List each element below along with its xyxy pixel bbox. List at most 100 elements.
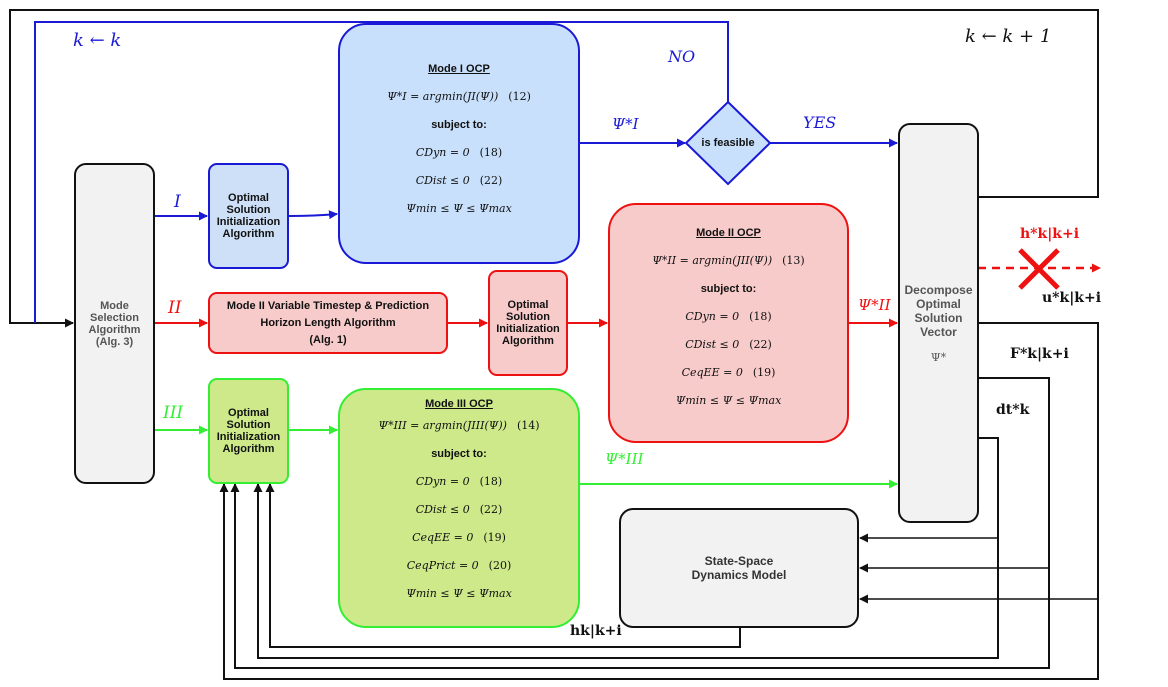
init-III-line: Solution bbox=[226, 419, 271, 431]
ocp-I-constraint: CDist ≤ 0 (22) bbox=[340, 167, 578, 195]
decompose-symbol: Ψ* bbox=[930, 350, 947, 364]
ocp-II-block: Mode II OCP Ψ*II = argmin(JII(Ψ)) (13) su… bbox=[608, 203, 849, 443]
loop-u-line bbox=[219, 322, 1099, 680]
mode-selection-line: Mode bbox=[100, 299, 129, 312]
label-mode-III: III bbox=[163, 403, 184, 423]
ocp-II-constraint-expr: CDyn = 0 bbox=[685, 310, 740, 323]
arrow-init-I-ocp bbox=[288, 210, 338, 220]
timestep-line: (Alg. 1) bbox=[309, 333, 347, 346]
init-III-line: Initialization bbox=[216, 431, 281, 443]
init-III-block: Optimal Solution Initialization Algorith… bbox=[208, 378, 289, 484]
ocp-III-block: Mode III OCP Ψ*III = argmin(JIII(Ψ)) (14)… bbox=[338, 388, 580, 628]
ocp-II-subject: subject to: bbox=[700, 283, 757, 295]
ocp-II-title: Mode II OCP bbox=[696, 227, 761, 239]
ocp-I-block: Mode I OCP Ψ*I = argmin(JI(Ψ)) (12) subje… bbox=[338, 23, 580, 264]
label-psi-III: Ψ*III bbox=[605, 450, 644, 468]
decompose-line: Solution bbox=[914, 310, 963, 325]
ocp-I-objective: Ψ*I = argmin(JI(Ψ)) (12) bbox=[340, 83, 578, 111]
ocp-I-objective-expr: Ψ*I = argmin(JI(Ψ)) bbox=[387, 90, 499, 103]
ocp-II-constraint-num: (18) bbox=[749, 310, 772, 323]
timestep-block: Mode II Variable Timestep & Prediction H… bbox=[208, 292, 448, 354]
label-k-next: k ← k + 1 bbox=[965, 26, 1052, 47]
ocp-II-constraint-expr: CeqEE = 0 bbox=[681, 366, 743, 379]
ocp-I-title: Mode I OCP bbox=[428, 63, 490, 75]
ocp-I-constraint-expr: CDist ≤ 0 bbox=[415, 174, 470, 187]
ocp-III-constraint-expr: CDist ≤ 0 bbox=[415, 503, 470, 516]
ocp-II-constraint-expr: CDist ≤ 0 bbox=[685, 338, 740, 351]
feasible-label: is feasible bbox=[701, 137, 755, 149]
decompose-line: Decompose bbox=[904, 282, 973, 297]
init-II-line: Optimal bbox=[507, 299, 549, 311]
init-II-line: Algorithm bbox=[502, 335, 554, 347]
ocp-III-constraint-num: (18) bbox=[479, 475, 503, 488]
ocp-III-objective: Ψ*III = argmin(JIII(Ψ)) (14) bbox=[340, 412, 578, 440]
loop-dt-line bbox=[253, 437, 999, 659]
ocp-II-constraint: CDyn = 0 (18) bbox=[610, 303, 847, 331]
label-psi-II: Ψ*II bbox=[858, 296, 891, 314]
ocp-II-objective-num: (13) bbox=[782, 254, 805, 267]
ocp-II-constraint-num: (19) bbox=[752, 366, 776, 379]
ocp-I-objective-num: (12) bbox=[508, 90, 531, 103]
label-psi-I: Ψ*I bbox=[612, 115, 639, 133]
decompose-block: Decompose Optimal Solution Vector Ψ* bbox=[898, 123, 979, 523]
init-I-block: Optimal Solution Initialization Algorith… bbox=[208, 163, 289, 269]
ocp-II-constraint-expr: Ψmin ≤ Ψ ≤ Ψmax bbox=[675, 394, 782, 407]
ocp-I-constraint-num: (18) bbox=[479, 146, 503, 159]
mode-selection-block: Mode Selection Algorithm (Alg. 3) bbox=[74, 163, 155, 484]
ocp-I-subject: subject to: bbox=[431, 119, 487, 131]
ocp-III-objective-expr: Ψ*III = argmin(JIII(Ψ)) bbox=[378, 419, 507, 432]
decompose-line: Vector bbox=[920, 324, 957, 339]
ocp-II-constraint-num: (22) bbox=[749, 338, 772, 351]
label-yes: YES bbox=[803, 113, 837, 132]
feasible-diamond bbox=[684, 100, 772, 186]
ocp-III-constraint-num: (22) bbox=[479, 503, 503, 516]
ocp-III-constraint-expr: CeqPrict = 0 bbox=[406, 559, 479, 572]
ocp-III-objective-num: (14) bbox=[516, 419, 540, 432]
decompose-line: Optimal bbox=[916, 296, 961, 311]
init-I-line: Algorithm bbox=[222, 228, 275, 240]
timestep-line: Horizon Length Algorithm bbox=[260, 316, 396, 329]
label-h-loop: hk|k+i bbox=[570, 623, 622, 639]
init-I-line: Solution bbox=[226, 204, 271, 216]
label-h-red: h*k|k+i bbox=[1020, 226, 1080, 242]
mode-selection-line: Algorithm bbox=[88, 323, 141, 336]
label-dt-out: dt*k bbox=[996, 402, 1030, 418]
ocp-II-constraint: Ψmin ≤ Ψ ≤ Ψmax bbox=[610, 387, 847, 415]
label-no: NO bbox=[668, 47, 696, 66]
init-III-line: Optimal bbox=[228, 407, 269, 419]
label-mode-I: I bbox=[174, 192, 181, 212]
init-III-line: Algorithm bbox=[222, 443, 275, 455]
ocp-III-title: Mode III OCP bbox=[425, 398, 493, 410]
loop-k-keep-line bbox=[34, 21, 729, 323]
loop-F-line bbox=[230, 377, 1050, 669]
ocp-II-constraint: CDist ≤ 0 (22) bbox=[610, 331, 847, 359]
ocp-III-constraint: CDist ≤ 0 (22) bbox=[340, 496, 578, 524]
loop-h-line bbox=[265, 483, 741, 648]
timestep-line: Mode II Variable Timestep & Prediction bbox=[226, 299, 430, 312]
ocp-III-constraint: CeqEE = 0 (19) bbox=[340, 524, 578, 552]
ocp-III-constraint: CDyn = 0 (18) bbox=[340, 468, 578, 496]
ocp-III-constraint-num: (19) bbox=[483, 531, 506, 544]
ocp-III-subject: subject to: bbox=[431, 448, 487, 460]
ocp-I-constraint-num: (22) bbox=[479, 174, 503, 187]
init-I-line: Optimal bbox=[228, 192, 269, 204]
state-space-line: Dynamics Model bbox=[691, 568, 787, 582]
state-space-block: State-Space Dynamics Model bbox=[619, 508, 859, 628]
mode-selection-line: (Alg. 3) bbox=[95, 335, 134, 348]
ocp-III-constraint-num: (20) bbox=[488, 559, 512, 572]
ocp-II-constraint: CeqEE = 0 (19) bbox=[610, 359, 847, 387]
ocp-III-constraint-expr: CeqEE = 0 bbox=[412, 531, 474, 544]
label-u-out: u*k|k+i bbox=[1042, 290, 1102, 306]
init-I-line: Initialization bbox=[216, 216, 281, 228]
ocp-III-constraint-expr: CDyn = 0 bbox=[415, 475, 470, 488]
ocp-III-constraint-expr: Ψmin ≤ Ψ ≤ Ψmax bbox=[406, 587, 512, 600]
mode-selection-line: Selection bbox=[90, 311, 139, 324]
cross-mark bbox=[1018, 248, 1060, 290]
state-space-line: State-Space bbox=[704, 554, 774, 568]
ocp-I-constraint-expr: CDyn = 0 bbox=[415, 146, 470, 159]
ocp-III-constraint: CeqPrict = 0 (20) bbox=[340, 552, 578, 580]
ocp-I-constraint: CDyn = 0 (18) bbox=[340, 139, 578, 167]
ocp-II-objective-expr: Ψ*II = argmin(JII(Ψ)) bbox=[652, 254, 773, 267]
init-II-line: Initialization bbox=[496, 323, 560, 335]
